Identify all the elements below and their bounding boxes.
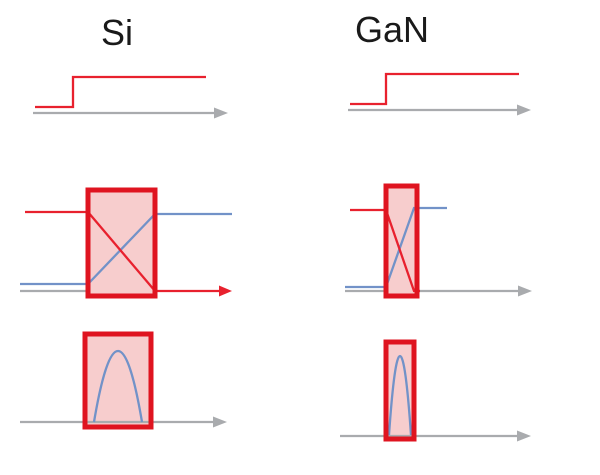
gan-loss-axis-arrow-icon (517, 430, 531, 442)
si-gate-step-trace (35, 75, 206, 109)
gan-crossover-highlight-box (383, 183, 420, 299)
si-loss-highlight-box (82, 331, 154, 430)
si-switching-loss (20, 331, 227, 430)
si-voltage-arrow-icon (219, 285, 232, 297)
gan-gate-axis-arrow-icon (517, 104, 531, 116)
si-column-label: Si (101, 12, 133, 53)
si-loss-axis-arrow-icon (213, 416, 227, 428)
si-loss-pulse-curve (92, 350, 144, 423)
gan-gate-drive-waveform (348, 72, 531, 116)
si-crossover-highlight-box (85, 187, 158, 299)
si-gate-axis-arrow-icon (214, 107, 228, 119)
si-gate-drive-waveform (33, 75, 228, 119)
gan-switching-loss (340, 339, 531, 442)
gan-column-label: GaN (355, 9, 429, 50)
gan-gate-step-trace (350, 72, 519, 106)
si-current-trace (20, 212, 232, 286)
gan-loss-pulse-curve (387, 355, 413, 436)
si-switching-crossover (20, 187, 232, 299)
gan-crossover-axis-arrow-icon (518, 285, 532, 297)
gan-switching-crossover (345, 183, 532, 299)
gan-loss-highlight-box (383, 339, 417, 442)
si-voltage-trace (25, 210, 219, 293)
